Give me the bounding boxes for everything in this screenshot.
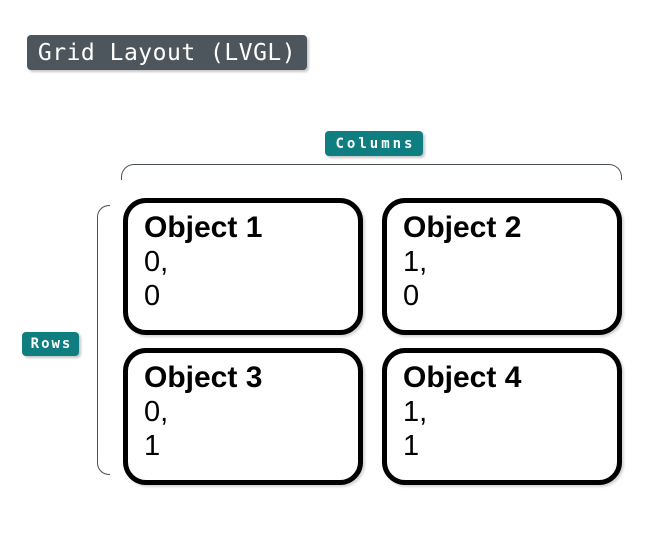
cell-row-index: 0 [144,280,161,312]
columns-label: Columns [335,135,416,152]
grid-cell-object-2: Object 2 1, 0 [382,198,622,335]
grid-cell-object-3: Object 3 0, 1 [123,348,363,485]
columns-brace [121,164,622,180]
grid-cell-object-4: Object 4 1, 1 [382,348,622,485]
cell-column-index: 0, [144,246,169,278]
cell-column-index: 1, [403,396,428,428]
title-badge-label: Grid Layout (LVGL) [37,39,297,66]
cell-column-index: 0, [144,396,169,428]
columns-label-badge: Columns [325,131,423,156]
grid-cell-object-1: Object 1 0, 0 [123,198,363,335]
cell-row-index: 0 [403,280,420,312]
cell-row-index: 1 [403,430,420,462]
rows-label-badge: Rows [22,332,79,356]
cell-title: Object 3 [144,361,263,394]
cell-title: Object 1 [144,211,263,244]
title-badge: Grid Layout (LVGL) [27,35,307,70]
cell-title: Object 2 [403,211,522,244]
rows-label: Rows [30,336,73,352]
rows-brace [97,205,110,475]
cell-column-index: 1, [403,246,428,278]
cell-title: Object 4 [403,361,522,394]
cell-row-index: 1 [144,430,161,462]
